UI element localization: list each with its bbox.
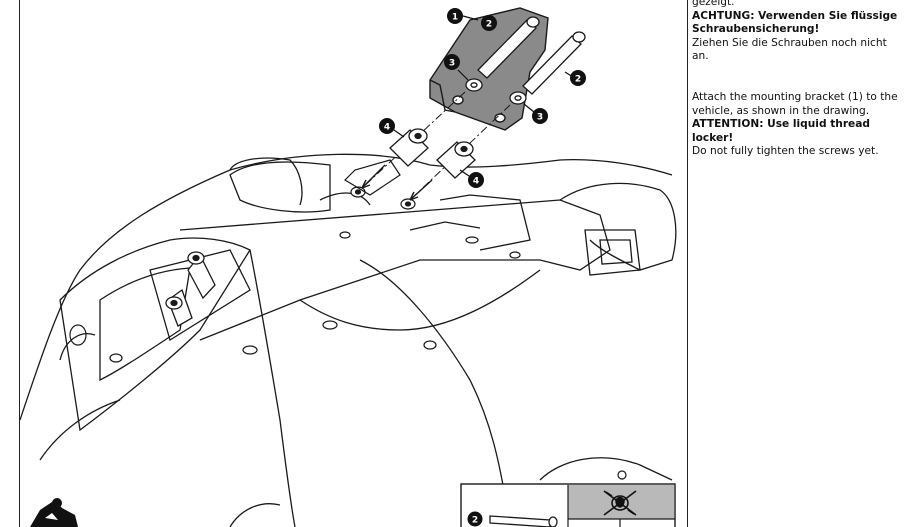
de-note: Ziehen Sie die Schrauben noch nicht an.	[692, 36, 887, 63]
svg-text:3: 3	[449, 59, 455, 69]
en-note: Do not fully tighten the screws yet.	[692, 145, 879, 158]
callout-2-right: 2	[564, 70, 586, 86]
callout-2-inset: 2	[467, 511, 483, 527]
de-attention: ACHTUNG: Verwenden Sie flüssige Schraube…	[692, 9, 898, 36]
no-grease-icon	[603, 490, 637, 516]
svg-text:4: 4	[384, 123, 390, 133]
screws	[477, 16, 586, 95]
frame-line-left	[19, 0, 20, 527]
callout-3-left: 3	[444, 54, 469, 81]
svg-text:2: 2	[472, 516, 478, 526]
frame-studs	[165, 251, 216, 327]
svg-text:3: 3	[537, 113, 543, 123]
motorcycle-frame	[20, 153, 677, 527]
callout-3-right: 3	[523, 103, 548, 124]
callout-4-upper: 4	[379, 118, 405, 138]
callout-4-lower: 4	[459, 169, 484, 188]
callout-2-upper: 2	[481, 15, 497, 31]
frame-line-divider	[687, 0, 688, 527]
rider-logo-icon	[30, 498, 78, 527]
mount-points	[344, 159, 416, 210]
de-line: gezeigt.	[692, 0, 735, 8]
instruction-text: gezeigt. ACHTUNG: Verwenden Sie flüssige…	[692, 0, 904, 159]
svg-text:1: 1	[452, 13, 458, 23]
arrows	[361, 164, 433, 201]
inset-panel: 2	[460, 483, 676, 527]
en-text: Attach the mounting bracket (1) to the v…	[692, 90, 898, 117]
svg-text:2: 2	[575, 75, 581, 85]
en-attention: ATTENTION: Use liquid thread locker!	[692, 118, 870, 144]
assembly-drawing: 1 2 2 3 3 4 4	[20, 7, 677, 527]
washers	[465, 78, 527, 105]
paragraph-gap	[692, 64, 904, 91]
inset-screw	[489, 515, 558, 527]
callout-1: 1	[447, 8, 479, 24]
svg-text:2: 2	[486, 20, 492, 30]
spacers	[389, 128, 476, 179]
svg-text:4: 4	[473, 177, 479, 187]
frame-holes	[69, 231, 627, 480]
